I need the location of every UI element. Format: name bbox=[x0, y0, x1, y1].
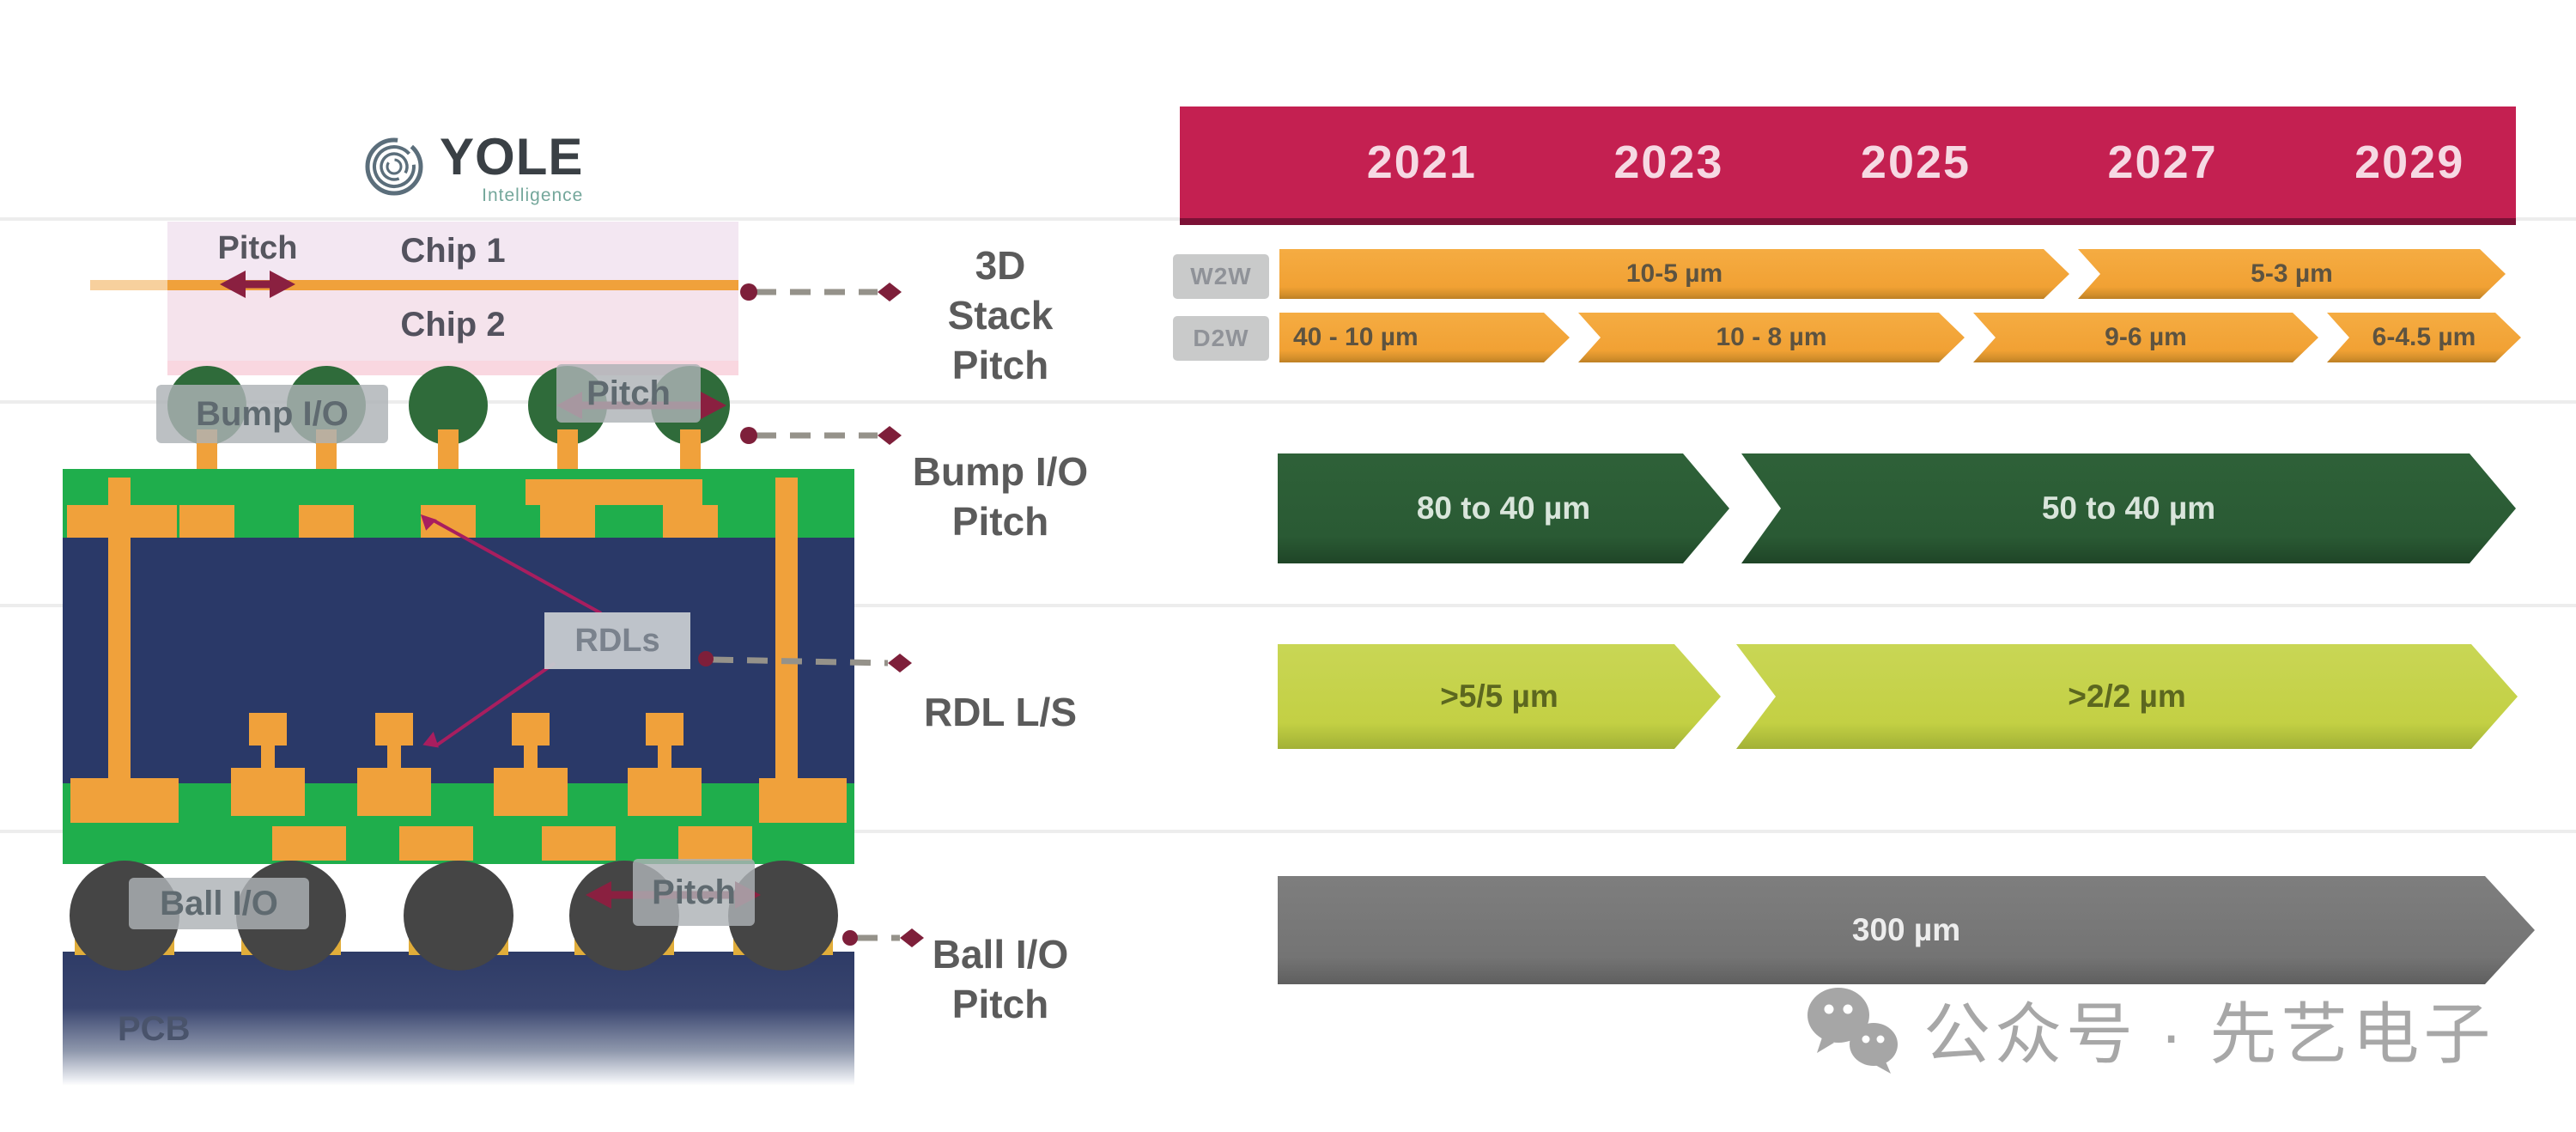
copper-pad bbox=[759, 778, 847, 823]
copper-trace bbox=[526, 479, 702, 505]
row-label-3d-stack-pitch: 3D Stack Pitch bbox=[947, 243, 1054, 387]
interposer-layer bbox=[63, 538, 854, 783]
via-stem bbox=[387, 744, 401, 770]
via-foot bbox=[231, 768, 305, 816]
w2w-segment: 10-5 µm bbox=[1279, 249, 2069, 299]
row-separator bbox=[0, 400, 2576, 404]
watermark: 公众号 · 先艺电子 bbox=[1800, 981, 2494, 1077]
pcb-label: PCB bbox=[118, 1010, 191, 1048]
bump-pitch-segment: 50 to 40 µm bbox=[1741, 453, 2516, 563]
row-label-bump-io-pitch: Bump I/O Pitch bbox=[912, 449, 1089, 544]
copper-pad bbox=[540, 505, 595, 538]
year-header-bar: 2021 2023 2025 2027 2029 bbox=[1180, 107, 2516, 225]
via-stem bbox=[524, 744, 538, 770]
yole-logo: YOLE Intelligence bbox=[361, 131, 583, 206]
d2w-segment: 40 - 10 µm bbox=[1279, 313, 1570, 362]
copper-pad bbox=[421, 505, 476, 538]
year-2021: 2021 bbox=[1366, 137, 1477, 188]
tsv-right bbox=[775, 478, 798, 780]
w2w-tag: W2W bbox=[1173, 254, 1269, 299]
rdl-ls-segment: >5/5 µm bbox=[1278, 644, 1721, 749]
d2w-segment: 10 - 8 µm bbox=[1578, 313, 1965, 362]
chip1-label: Chip 1 bbox=[400, 232, 506, 270]
row-separator bbox=[0, 830, 2576, 833]
via-head bbox=[375, 713, 413, 746]
rdls-overlay-label: RDLs bbox=[544, 612, 690, 669]
via-stem bbox=[261, 744, 275, 770]
chip2-body bbox=[167, 290, 738, 361]
via-head bbox=[249, 713, 287, 746]
d2w-tag: D2W bbox=[1173, 316, 1269, 361]
rdl-ls-segment: >2/2 µm bbox=[1736, 644, 2518, 749]
copper-pad bbox=[399, 826, 473, 861]
w2w-segment: 5-3 µm bbox=[2078, 249, 2506, 299]
bump-pitch-segment: 80 to 40 µm bbox=[1278, 453, 1729, 563]
hybrid-bond-line bbox=[167, 280, 738, 290]
copper-pad bbox=[663, 505, 718, 538]
row-label-ball-io-pitch: Ball I/O Pitch bbox=[932, 932, 1069, 1026]
year-2027: 2027 bbox=[2107, 137, 2218, 188]
pitch-bottom-overlay-label: Pitch bbox=[633, 859, 755, 926]
pcb-board: PCB bbox=[63, 952, 854, 1086]
copper-pad bbox=[542, 826, 616, 861]
copper-pad bbox=[299, 505, 354, 538]
year-2023: 2023 bbox=[1613, 137, 1724, 188]
via-head bbox=[512, 713, 550, 746]
pitch-top-label: Pitch bbox=[217, 230, 298, 266]
yole-swirl-icon bbox=[365, 137, 423, 196]
bump-io-overlay-label: Bump I/O bbox=[156, 385, 388, 443]
via-foot bbox=[628, 768, 702, 816]
watermark-text: 公众号 · 先艺电子 bbox=[1923, 996, 2495, 1072]
chip2-label: Chip 2 bbox=[400, 306, 506, 344]
year-2025: 2025 bbox=[1860, 137, 1971, 188]
ball-io-overlay-label: Ball I/O bbox=[129, 878, 309, 929]
copper-pad bbox=[272, 826, 346, 861]
d2w-segment: 6-4.5 µm bbox=[2327, 313, 2521, 362]
bond-line-extension bbox=[90, 280, 169, 290]
ball-pitch-segment: 300 µm bbox=[1278, 876, 2535, 984]
logo-subtitle: Intelligence bbox=[482, 186, 584, 205]
via-head bbox=[646, 713, 683, 746]
copper-pad bbox=[179, 505, 234, 538]
pitch-mid-overlay-label: Pitch bbox=[556, 364, 701, 423]
via-foot bbox=[494, 768, 568, 816]
copper-pad bbox=[678, 826, 752, 861]
d2w-segment: 9-6 µm bbox=[1973, 313, 2318, 362]
copper-pad bbox=[70, 778, 179, 823]
wechat-icon bbox=[1807, 988, 1898, 1074]
row-separator bbox=[0, 604, 2576, 607]
via-stem bbox=[658, 744, 671, 770]
via-foot bbox=[357, 768, 431, 816]
tsv-left bbox=[108, 478, 131, 780]
solder-ball bbox=[404, 861, 513, 971]
logo-title: YOLE bbox=[440, 128, 584, 186]
row-label-rdl-ls: RDL L/S bbox=[923, 690, 1078, 734]
year-2029: 2029 bbox=[2354, 137, 2465, 188]
